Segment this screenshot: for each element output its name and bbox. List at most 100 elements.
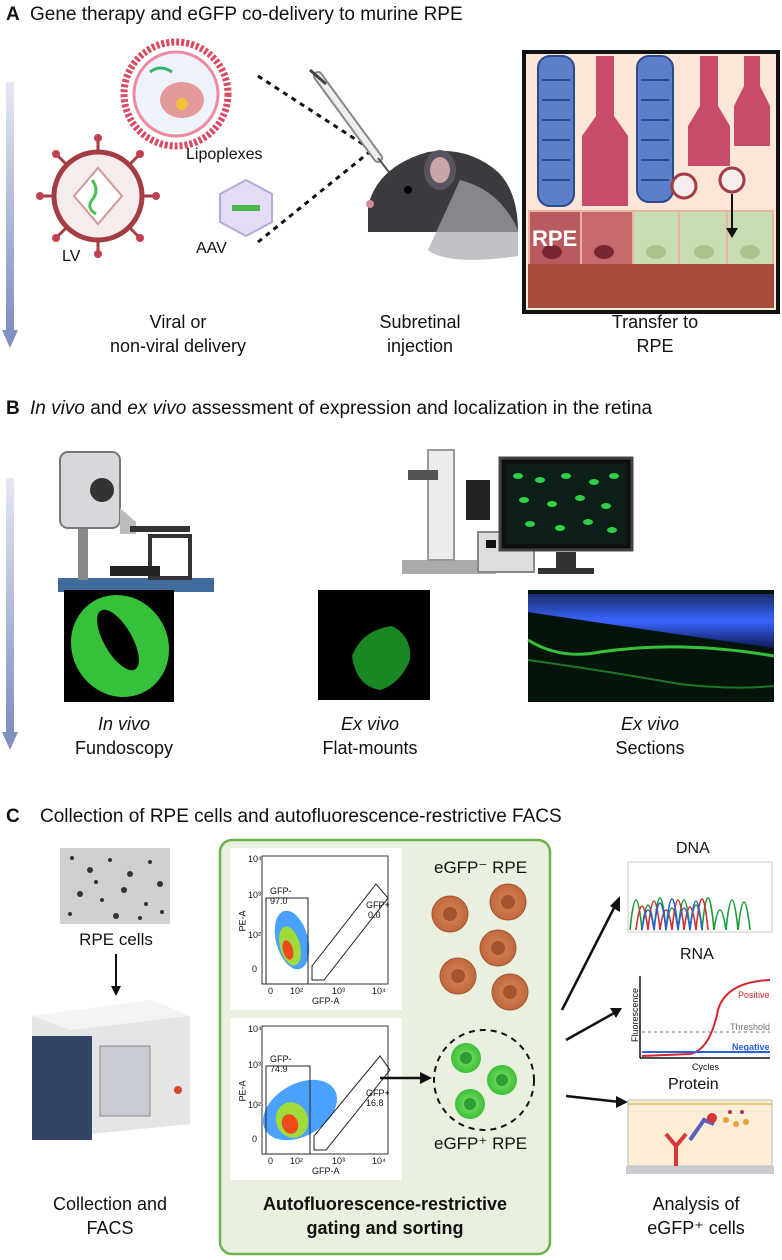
panel-b-letter: B (6, 398, 20, 419)
rna-positive-label: Positive (738, 990, 770, 1000)
plot2-gfp-neg-val: 74.9 (270, 1064, 288, 1074)
plot2-xtick-3: 10³ (332, 1156, 346, 1166)
panel-c-letter: C (6, 806, 20, 827)
caption-delivery-line1: Viral or (149, 312, 207, 332)
plot2-xtick-2: 10² (290, 1156, 304, 1166)
caption-analysis-line2: eGFP⁺ cells (647, 1218, 745, 1238)
lipoplexes-label: Lipoplexes (186, 146, 263, 163)
lv-label: LV (62, 248, 81, 265)
plot1-tick-4: 10⁴ (248, 854, 262, 864)
plot2-tick-2: 10² (248, 1100, 262, 1110)
plot1-ylab: PE-A (237, 910, 248, 932)
lipoplex-icon (120, 38, 232, 150)
rna-xlab: Cycles (692, 1062, 720, 1072)
arrow-to-protein (565, 1094, 621, 1104)
fundoscopy-image (64, 590, 174, 702)
rna-negative-label: Negative (732, 1042, 770, 1052)
facs-plot-1 (230, 848, 402, 1010)
dna-chromatogram (627, 861, 773, 933)
mouse-icon (366, 150, 518, 260)
plot2-gfp-pos: GFP+ (366, 1088, 390, 1098)
caption-collection-line2: FACS (86, 1218, 134, 1238)
plot1-gfp-neg: GFP- (270, 886, 292, 896)
plot1-xtick-2: 10² (290, 986, 304, 996)
caption-transfer-line1: Transfer to (611, 312, 699, 332)
dna-label: DNA (676, 840, 710, 857)
plot1-xtick-4: 10⁴ (372, 986, 386, 996)
dotted-line-bottom (257, 148, 373, 244)
panel-b-title-em1: In vivo (30, 398, 85, 419)
plot1-xtick-0: 0 (268, 986, 274, 996)
dotted-line-top (257, 74, 373, 152)
timeline-arrow-b (2, 478, 18, 750)
caption-transfer: Transfer to RPE (590, 310, 720, 358)
plot2-gfp-pos-val: 16.8 (366, 1098, 384, 1108)
egfp-positive-label: eGFP⁺ RPE (434, 1134, 528, 1153)
arrow-to-dna (560, 903, 618, 1011)
rpe-schematic (522, 50, 780, 314)
rpe-cells-micrograph (60, 848, 170, 924)
plot1-tick-0: 0 (252, 964, 258, 974)
caption-analysis-line1: Analysis of (652, 1194, 740, 1214)
facs-instrument-icon (32, 1000, 190, 1140)
caption-injection: Subretinal injection (350, 310, 490, 358)
plot1-tick-2: 10² (248, 930, 262, 940)
lentivirus-icon (36, 134, 160, 258)
caption-sections-em: Ex vivo (620, 714, 680, 734)
rna-qpcr-plot (628, 970, 772, 1066)
fundoscope-icon (58, 451, 214, 592)
caption-sections: Ex vivo Sections (580, 712, 720, 760)
egfp-positive-cells (433, 1029, 535, 1131)
plot2-xlab: GFP-A (312, 1166, 340, 1176)
panel-b-title-rest: assessment of expression and localizatio… (186, 398, 653, 419)
caption-invivo: In vivo Fundoscopy (54, 712, 194, 760)
caption-flatmount-em: Ex vivo (340, 714, 400, 734)
panel-b-title: In vivo and ex vivo assessment of expres… (30, 398, 652, 420)
rpe-cells-label: RPE cells (79, 930, 153, 949)
plot2-xtick-4: 10⁴ (372, 1156, 386, 1166)
plot2-tick-0: 0 (252, 1134, 258, 1144)
aav-label: AAV (196, 240, 227, 257)
caption-sorting-line1: Autofluorescence-restrictive (262, 1194, 508, 1214)
plot1-xtick-3: 10³ (332, 986, 346, 996)
panel-a-title: Gene therapy and eGFP co-delivery to mur… (30, 4, 463, 25)
panel-b-title-mid: and (84, 398, 128, 419)
caption-transfer-line2: RPE (636, 336, 674, 356)
plot1-gfp-pos-val: 0.0 (368, 910, 381, 920)
plot1-gfp-pos: GFP+ (366, 900, 390, 910)
caption-delivery: Viral or non-viral delivery (88, 310, 268, 358)
plot2-gfp-neg: GFP- (270, 1054, 292, 1064)
caption-flatmount-sub: Flat-mounts (322, 738, 418, 758)
syringe-icon (309, 68, 393, 177)
caption-delivery-line2: non-viral delivery (109, 336, 247, 356)
rpe-label: RPE (532, 226, 578, 251)
facs-plot-2 (230, 1018, 402, 1180)
aav-icon (219, 178, 273, 238)
arrow-to-rna (565, 1010, 617, 1042)
egfp-negative-label: eGFP⁻ RPE (434, 858, 528, 877)
caption-flatmount: Ex vivo Flat-mounts (300, 712, 440, 760)
caption-injection-line2: injection (386, 336, 454, 356)
panel-c-title: Collection of RPE cells and autofluoresc… (40, 806, 562, 827)
caption-sections-sub: Sections (615, 738, 685, 758)
plot1-xlab: GFP-A (312, 996, 340, 1006)
egfp-negative-cells (431, 883, 529, 1011)
protein-assay (626, 1099, 774, 1174)
caption-injection-line1: Subretinal (379, 312, 461, 332)
protein-label: Protein (668, 1076, 719, 1093)
monitor-icon (498, 456, 634, 574)
panel-a-letter: A (6, 4, 20, 25)
plot2-tick-4: 10⁴ (248, 1024, 262, 1034)
rna-threshold-label: Threshold (730, 1022, 771, 1032)
timeline-arrow-a (2, 82, 18, 348)
caption-sorting-line2: gating and sorting (306, 1218, 464, 1238)
flatmount-image (318, 590, 430, 700)
plot1-tick-3: 10³ (248, 890, 262, 900)
caption-sorting: Autofluorescence-restrictive gating and … (222, 1192, 548, 1240)
caption-collection-line1: Collection and (52, 1194, 168, 1214)
caption-analysis: Analysis of eGFP⁺ cells (610, 1192, 782, 1240)
section-image (527, 590, 775, 702)
caption-invivo-sub: Fundoscopy (74, 738, 174, 758)
plot1-gfp-neg-val: 97.0 (270, 896, 288, 906)
